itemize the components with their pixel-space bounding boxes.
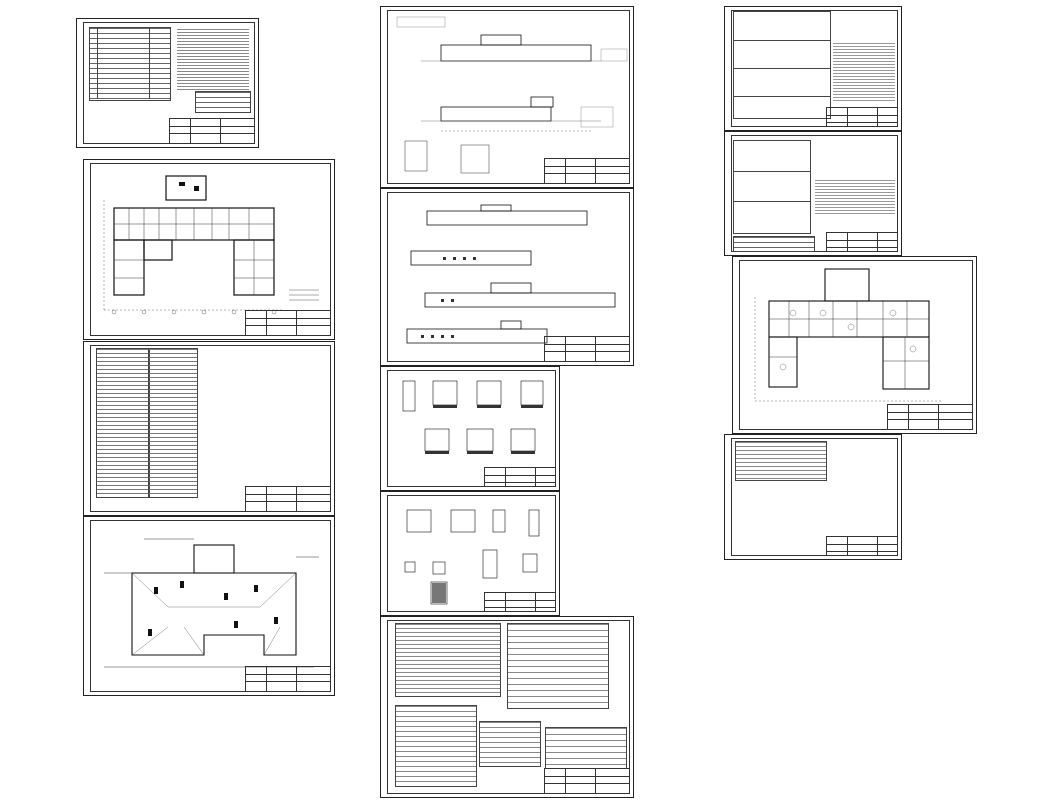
sheet-frame <box>739 260 973 430</box>
roof-plan-sheet <box>83 516 335 696</box>
sheet-frame <box>90 345 331 512</box>
sheet-frame <box>387 10 630 184</box>
elevations-drawing-1 <box>396 16 628 174</box>
floor-plan-drawing <box>103 175 319 315</box>
spec-table-3 <box>395 705 477 787</box>
small-legend-table <box>195 91 251 113</box>
general-notes-sheet <box>76 18 259 148</box>
floor-plan-drawing-2 <box>754 268 943 402</box>
title-block <box>887 404 973 430</box>
notes-text <box>833 43 895 103</box>
floor-plan-sheet-1 <box>83 159 335 340</box>
title-block <box>484 592 556 612</box>
notes-table-columns <box>89 27 169 99</box>
schedule-table-left <box>96 348 150 498</box>
window-details-sheet <box>380 366 560 491</box>
elevations-sheet-2 <box>380 188 634 366</box>
sheet-frame <box>731 10 898 127</box>
spec-table-5 <box>545 727 627 769</box>
notes-tables-sheet-1 <box>724 6 902 131</box>
title-block <box>544 336 630 362</box>
details-table <box>733 11 831 119</box>
schedule-sheet-2 <box>724 434 902 560</box>
spec-table-4 <box>479 721 541 767</box>
small-table <box>733 236 815 252</box>
schedule-table-right <box>148 348 198 498</box>
details-table <box>733 140 811 234</box>
elevations-sheet-1 <box>380 6 634 188</box>
title-block <box>169 118 255 144</box>
sheet-frame <box>90 163 331 336</box>
notes-text-block <box>177 29 249 91</box>
title-block <box>826 107 898 127</box>
specification-tables-sheet <box>380 616 634 798</box>
sheet-frame <box>387 620 630 794</box>
window-details-drawing <box>402 380 544 454</box>
sheet-frame <box>731 438 898 556</box>
room-schedule-sheet <box>83 341 335 516</box>
title-block <box>245 666 331 692</box>
sheet-frame <box>387 370 556 487</box>
sheet-frame <box>90 520 331 692</box>
title-block <box>826 536 898 556</box>
title-block <box>826 232 898 252</box>
schedule-table <box>735 441 827 481</box>
title-block <box>484 467 556 487</box>
notes-tables-sheet-2 <box>724 131 902 256</box>
sheet-frame <box>387 192 630 362</box>
title-block <box>544 768 630 794</box>
spec-table-1 <box>395 623 501 697</box>
title-block <box>544 158 630 184</box>
spec-table-2 <box>507 623 609 709</box>
door-details-drawing <box>404 509 540 605</box>
notes-text <box>815 180 895 216</box>
sheet-frame <box>387 495 556 612</box>
title-block <box>245 486 331 512</box>
title-block <box>245 310 331 336</box>
floor-plan-sheet-2 <box>732 256 977 434</box>
door-details-sheet <box>380 491 560 616</box>
